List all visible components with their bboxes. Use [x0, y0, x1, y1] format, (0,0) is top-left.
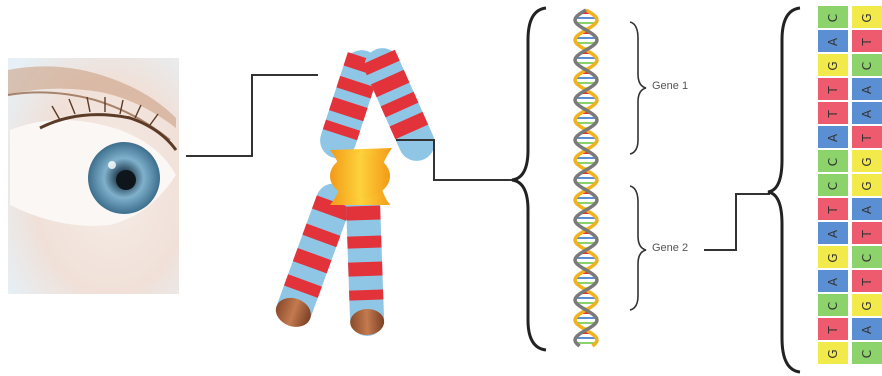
base-right-letter: T: [860, 230, 874, 239]
base-left-letter: A: [826, 277, 840, 286]
gene-1-brace: [630, 22, 646, 154]
base-left-letter: C: [826, 182, 840, 190]
base-left-letter: T: [826, 326, 840, 335]
base-right-letter: G: [860, 181, 874, 190]
base-left-letter: C: [826, 158, 840, 166]
base-right-letter: G: [860, 157, 874, 166]
base-right-letter: T: [860, 134, 874, 143]
base-left-letter: A: [826, 133, 840, 142]
base-right-letter: A: [860, 85, 874, 94]
dna-helix: [575, 10, 597, 346]
base-right-letter: C: [860, 254, 874, 262]
base-right-letter: C: [860, 350, 874, 358]
base-right-letter: G: [860, 13, 874, 22]
base-left-letter: T: [826, 110, 840, 119]
base-left-letter: G: [826, 349, 840, 358]
base-right-letter: A: [860, 205, 874, 214]
base-left-letter: C: [826, 302, 840, 310]
base-left-letter: C: [826, 14, 840, 22]
base-left-letter: A: [826, 229, 840, 238]
base-right-letter: A: [860, 109, 874, 118]
gene-2-brace: [630, 186, 646, 310]
connector-line-gene2: [704, 194, 770, 250]
base-right-letter: T: [860, 278, 874, 287]
base-right-letter: G: [860, 301, 874, 310]
base-left-letter: A: [826, 37, 840, 46]
base-left-letter: T: [826, 86, 840, 95]
eye-image: [8, 58, 179, 294]
base-right-letter: T: [860, 38, 874, 47]
base-left-letter: G: [826, 253, 840, 262]
dna-brace: [512, 8, 546, 350]
base-right-letter: C: [860, 62, 874, 70]
chromosome: [272, 42, 441, 336]
sequence-brace: [768, 8, 800, 372]
connector-line-eye: [186, 75, 318, 156]
gene-2-label: Gene 2: [652, 242, 688, 254]
base-right-letter: A: [860, 325, 874, 334]
base-pair-column: C G A T G C T A T A A T C G C G T A A T G C A T C G T A G C: [818, 6, 882, 364]
base-left-letter: T: [826, 206, 840, 215]
base-left-letter: G: [826, 61, 840, 70]
gene-1-label: Gene 1: [652, 80, 688, 92]
